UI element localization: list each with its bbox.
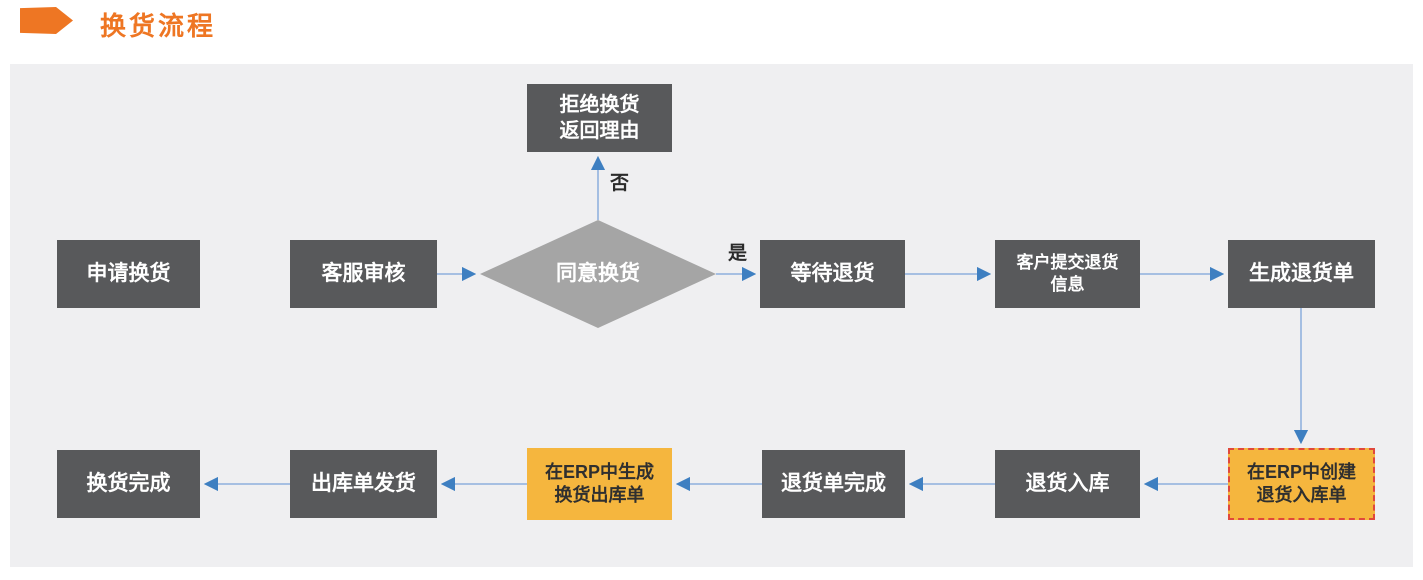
flow-node-erp-create-inbound-order: 在ERP中创建 退货入库单	[1228, 448, 1375, 520]
flow-node-service-review: 客服审核	[290, 240, 437, 308]
flow-node-customer-submit-info: 客户提交退货 信息	[995, 240, 1140, 308]
node-label: 客服审核	[321, 262, 406, 286]
flow-node-generate-return-order: 生成退货单	[1228, 240, 1375, 308]
flow-node-outbound-ship: 出库单发货	[290, 450, 437, 518]
node-label: 生成退货单	[1249, 262, 1354, 286]
node-label: 换货完成	[86, 472, 171, 496]
node-label: 拒绝换货 返回理由	[559, 94, 640, 142]
flow-node-reject-exchange: 拒绝换货 返回理由	[527, 84, 672, 152]
node-label: 申请换货	[86, 262, 171, 286]
node-label: 在ERP中生成 换货出库单	[544, 461, 654, 505]
flow-node-apply-exchange: 申请换货	[57, 240, 200, 308]
flow-node-erp-create-outbound-order: 在ERP中生成 换货出库单	[527, 448, 672, 520]
orange-banner-arrow-icon	[20, 7, 73, 34]
node-label: 等待退货	[790, 262, 875, 286]
edge-label-yes: 是	[728, 243, 748, 264]
edge-label-no: 否	[610, 173, 630, 194]
flow-node-exchange-done: 换货完成	[57, 450, 200, 518]
node-label: 退货单完成	[781, 472, 886, 496]
node-label: 同意换货	[556, 262, 640, 286]
node-label: 退货入库	[1025, 472, 1110, 496]
node-label: 在ERP中创建 退货入库单	[1246, 461, 1356, 505]
node-label: 出库单发货	[311, 472, 416, 496]
flow-node-wait-return: 等待退货	[760, 240, 905, 308]
page-title: 换货流程	[100, 11, 217, 41]
flow-node-return-order-done: 退货单完成	[762, 450, 905, 518]
flowchart-panel	[10, 64, 1413, 567]
node-label: 客户提交退货 信息	[1016, 252, 1119, 294]
flow-node-return-inbound: 退货入库	[995, 450, 1140, 518]
